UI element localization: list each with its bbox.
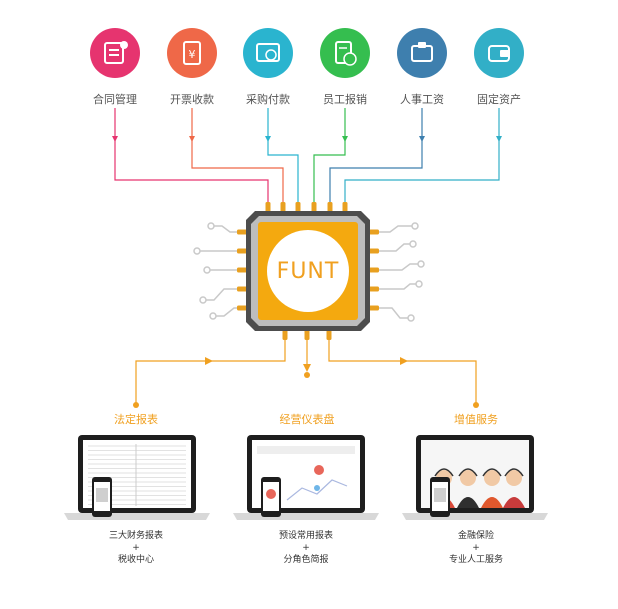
contract-icon xyxy=(90,28,140,78)
module-wire xyxy=(191,108,284,204)
chip-pin-right xyxy=(369,305,379,311)
caption-line1: 金融保险 xyxy=(457,531,494,541)
laptop-base xyxy=(64,513,210,520)
chip-pin-left xyxy=(237,229,247,235)
wire-arrow xyxy=(419,136,425,142)
caption-plus: + xyxy=(302,543,310,553)
device-mockups xyxy=(64,435,548,520)
caption-line1: 三大财务报表 xyxy=(108,531,163,541)
chip-pins xyxy=(237,202,379,340)
module-wires xyxy=(112,108,502,204)
output-title-services: 增值服务 xyxy=(454,413,498,426)
chip-pin-top xyxy=(327,202,333,212)
module-wire xyxy=(344,108,500,204)
caption-line2: 税收中心 xyxy=(117,555,154,565)
wire-arrow xyxy=(496,136,502,142)
laptop-mockup xyxy=(233,435,379,520)
output-caption-services: 金融保险 + 专业人工服务 xyxy=(426,530,526,566)
output-title-statutory: 法定报表 xyxy=(114,413,158,426)
chip-pin-top xyxy=(295,202,301,212)
output-title-dashboard: 经营仪表盘 xyxy=(279,413,335,426)
chip-pin-top xyxy=(280,202,286,212)
caption-line2: 专业人工服务 xyxy=(448,555,503,565)
asset-icon xyxy=(474,28,524,78)
module-label-contract: 合同管理 xyxy=(93,93,137,106)
module-label-purchase: 采购付款 xyxy=(246,93,290,106)
output-wires xyxy=(133,331,479,408)
reimburse-icon xyxy=(320,28,370,78)
laptop-mockup xyxy=(402,435,548,520)
chip-pin-top xyxy=(311,202,317,212)
chip-logo-disc xyxy=(267,230,349,312)
output-caption-statutory: 三大财务报表 + 税收中心 xyxy=(86,530,186,566)
module-wire xyxy=(329,108,423,204)
chip-pin-top xyxy=(265,202,271,212)
module-label-payroll: 人事工资 xyxy=(400,93,444,106)
chip-pin-right xyxy=(369,267,379,273)
module-label-reimburse: 员工报销 xyxy=(323,93,367,106)
caption-line1: 预设常用报表 xyxy=(278,531,333,541)
caption-plus: + xyxy=(132,543,140,553)
module-label-assets: 固定资产 xyxy=(477,93,521,106)
chip-pin-left xyxy=(237,267,247,273)
chip-pin-left xyxy=(237,305,247,311)
laptop-mockup xyxy=(64,435,210,520)
wire-arrow xyxy=(189,136,195,142)
circuit-traces xyxy=(193,222,425,322)
module-wire xyxy=(267,108,299,204)
output-caption-dashboard: 预设常用报表 + 分角色简报 xyxy=(256,530,356,566)
invoice-icon: ¥ xyxy=(167,28,217,78)
module-wire xyxy=(114,108,269,204)
caption-plus: + xyxy=(472,543,480,553)
chip-pin-right xyxy=(369,286,379,292)
purchase-icon xyxy=(243,28,293,78)
chip-pin-top xyxy=(342,202,348,212)
module-wire xyxy=(313,108,346,204)
funt-logo: FUNT xyxy=(277,259,340,284)
chip-pin-left xyxy=(237,248,247,254)
laptop-base xyxy=(402,513,548,520)
wire-arrow xyxy=(265,136,271,142)
chip-pin-right xyxy=(369,248,379,254)
chip-pin-left xyxy=(237,286,247,292)
wire-arrow xyxy=(112,136,118,142)
module-label-invoice: 开票收款 xyxy=(170,93,214,106)
chip-pin-right xyxy=(369,229,379,235)
caption-line2: 分角色简报 xyxy=(283,555,329,565)
svg-text:¥: ¥ xyxy=(189,48,196,61)
laptop-base xyxy=(233,513,379,520)
processor-chip: FUNT xyxy=(237,202,379,340)
wire-arrow xyxy=(342,136,348,142)
wallet-icon xyxy=(397,28,447,78)
